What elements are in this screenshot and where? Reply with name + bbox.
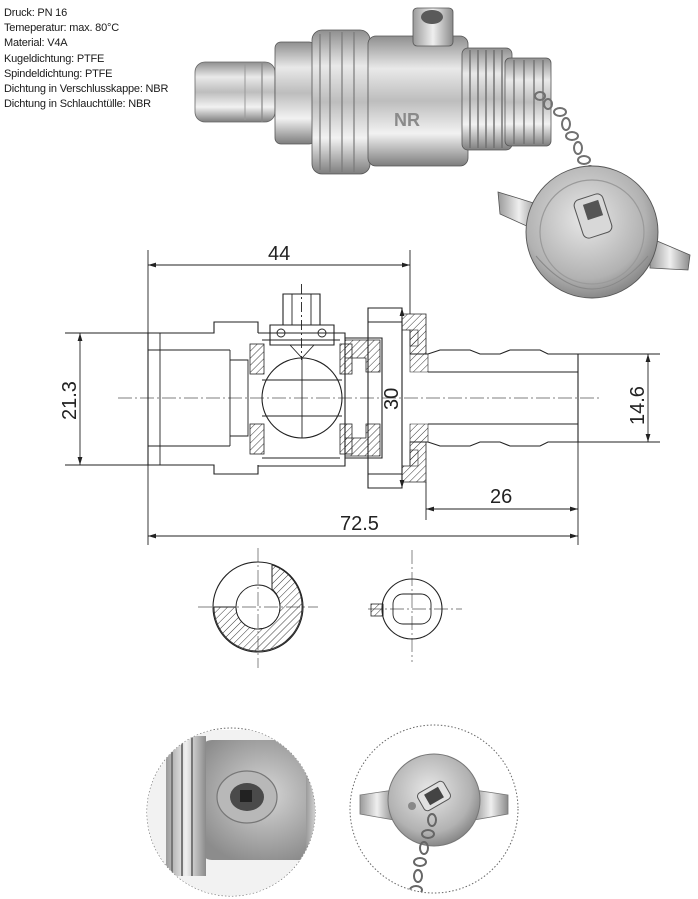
union-nut-ribbed <box>311 29 371 175</box>
ball-seat-lower <box>249 423 265 455</box>
end-view-left <box>198 548 318 668</box>
ball-seat-upper <box>249 343 265 375</box>
detail-photo-cap <box>349 724 519 894</box>
dim-label-44: 44 <box>268 243 290 265</box>
nut-ribs <box>319 32 355 172</box>
dim-label-72-5: 72.5 <box>340 513 379 535</box>
spec-temperature: Temeperatur: max. 80°C <box>4 22 119 35</box>
spec-pressure: Druck: PN 16 <box>4 7 68 19</box>
specification-list: Druck: PN 16 Temeperatur: max. 80°C Mate… <box>4 6 204 112</box>
spec-cap-seal: Dichtung in Verschlusskappe: NBR <box>4 83 169 96</box>
spec-ball-seal: Kugeldichtung: PTFE <box>4 52 105 65</box>
detail-photo-stem <box>146 727 316 897</box>
union-body <box>345 337 383 459</box>
stem-collar <box>269 324 335 346</box>
body-marking: NR <box>394 110 420 130</box>
thread-grooves <box>469 50 503 148</box>
section-drawing: 44 21.3 30 14.6 26 72.5 <box>59 243 660 545</box>
spec-spindle-seal: Spindeldichtung: PTFE <box>4 67 113 80</box>
spec-hose-tail-seal: Dichtung in Schlauchtülle: NBR <box>4 98 151 111</box>
cap-lug <box>370 603 384 617</box>
dim-label-14-6: 14.6 <box>627 386 649 425</box>
valve-body <box>367 35 469 167</box>
hose-tail-outline <box>410 349 579 447</box>
spec-material: Material: V4A <box>4 37 68 50</box>
stem-square-socket <box>421 10 443 24</box>
product-photo: NR <box>194 7 691 299</box>
threaded-end-outline <box>147 321 259 475</box>
cap-wing-right <box>649 237 691 271</box>
dim-label-30: 30 <box>381 388 403 410</box>
dim-label-21-3: 21.3 <box>59 381 81 420</box>
union-nut <box>274 41 316 145</box>
dim-label-26: 26 <box>490 486 512 508</box>
hose-tail <box>194 61 276 123</box>
end-view-right <box>368 550 462 662</box>
